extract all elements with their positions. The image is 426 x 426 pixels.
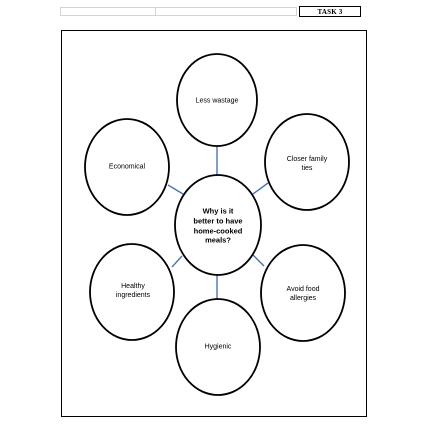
connector-avoid-food-allergies bbox=[251, 253, 265, 267]
task-label: TASK 3 bbox=[299, 6, 361, 17]
label-closer-family-ties: Closer family ties bbox=[286, 155, 328, 172]
label-avoid-food-allergies: Avoid food allergies bbox=[286, 285, 320, 302]
label-healthy-ingredients: Healthy ingredients bbox=[115, 282, 151, 299]
node-closer-family-ties bbox=[264, 113, 350, 211]
node-economical bbox=[84, 118, 170, 216]
node-avoid-food-allergies bbox=[260, 244, 346, 342]
node-less-wastage bbox=[176, 53, 258, 147]
connectors bbox=[167, 146, 269, 299]
header-cell-divider bbox=[155, 8, 156, 15]
header-blank-cells bbox=[60, 7, 297, 16]
center-question: Why is it better to have home-cooked mea… bbox=[193, 206, 243, 245]
label-economical: Economical bbox=[108, 163, 146, 171]
connector-closer-family-ties bbox=[252, 182, 269, 195]
diagram-frame bbox=[61, 30, 367, 417]
connector-economical bbox=[167, 184, 184, 195]
node-hygienic bbox=[175, 298, 261, 396]
connector-healthy-ingredients bbox=[171, 255, 183, 268]
label-less-wastage: Less wastage bbox=[195, 97, 239, 105]
label-hygienic: Hygienic bbox=[204, 343, 232, 351]
node-healthy-ingredients bbox=[89, 243, 175, 341]
center-node bbox=[174, 174, 262, 276]
